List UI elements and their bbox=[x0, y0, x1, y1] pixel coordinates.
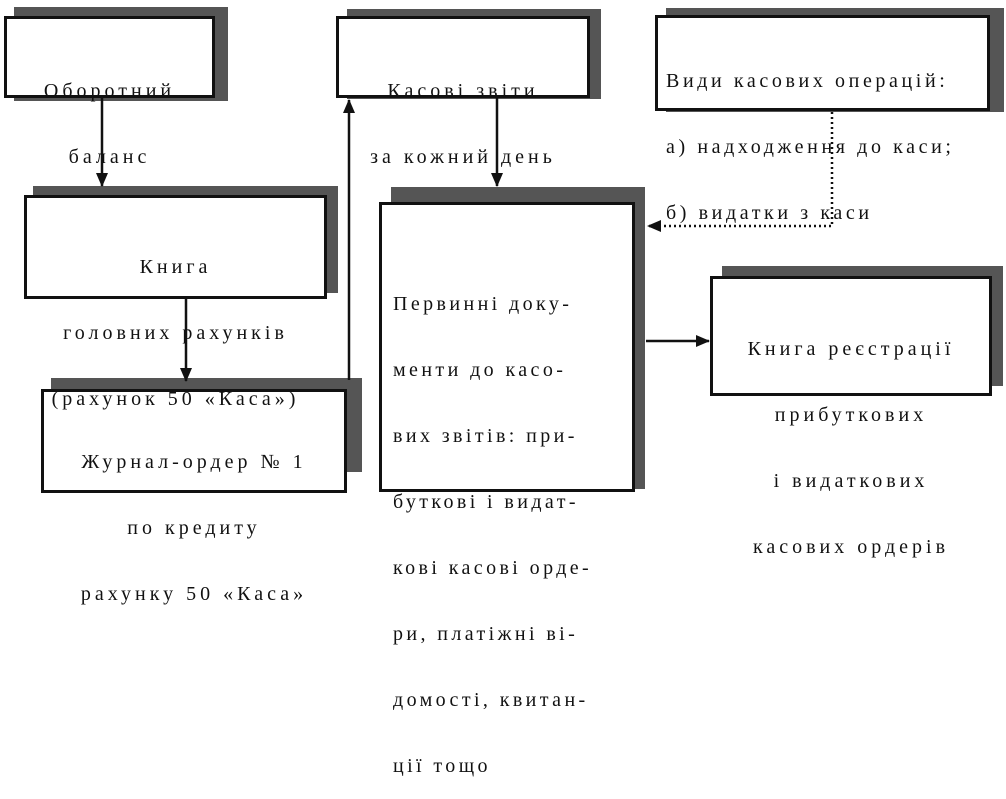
primary-documents-line: вих звітів: при- bbox=[393, 425, 578, 447]
primary-documents-line: кові касові орде- bbox=[393, 557, 593, 579]
general-ledger-line: Книга bbox=[139, 256, 212, 278]
register-book-line: прибуткових bbox=[774, 404, 928, 426]
general-ledger-line: (рахунок 50 «Каса») bbox=[51, 388, 300, 410]
primary-documents-line: ції тощо bbox=[393, 755, 491, 777]
journal-order-line: рахунку 50 «Каса» bbox=[80, 583, 308, 605]
cash-reports-line: за кожний день bbox=[370, 146, 556, 168]
register-book-line: Книга реєстрації bbox=[747, 338, 955, 360]
register-book-line: касових ордерів bbox=[752, 536, 950, 558]
register-book-line: і видаткових bbox=[773, 470, 929, 492]
cash-reports-box bbox=[336, 16, 590, 98]
cash-reports-line: Касові звіти bbox=[387, 80, 539, 102]
turnover-balance-text: Оборотний баланс bbox=[4, 36, 215, 190]
register-book-box bbox=[710, 276, 992, 396]
general-ledger-text: Книга головних рахунків (рахунок 50 «Кас… bbox=[24, 212, 327, 432]
primary-documents-box bbox=[379, 202, 635, 492]
general-ledger-line: головних рахунків bbox=[63, 322, 288, 344]
primary-documents-line: домості, квитан- bbox=[393, 689, 589, 711]
turnover-balance-line: Оборотний bbox=[43, 80, 176, 102]
primary-documents-line: менти до касо- bbox=[393, 359, 567, 381]
journal-order-box bbox=[41, 389, 347, 493]
cash-operations-line: Види касових операцій: bbox=[666, 70, 949, 92]
general-ledger-box bbox=[24, 195, 327, 299]
primary-documents-line: Первинні доку- bbox=[393, 293, 573, 315]
turnover-balance-box bbox=[4, 16, 215, 98]
dotted-arrow-operations-to-documents bbox=[647, 112, 834, 232]
journal-order-line: по кредиту bbox=[127, 517, 261, 539]
primary-documents-line: ри, платіжні ві- bbox=[393, 623, 579, 645]
journal-order-line: Журнал-ордер № 1 bbox=[81, 451, 307, 473]
cash-operations-box bbox=[655, 15, 990, 111]
connector-layer bbox=[96, 98, 834, 382]
cash-reports-text: Касові звіти за кожний день bbox=[336, 36, 590, 190]
turnover-balance-line: баланс bbox=[68, 146, 151, 168]
cash-operations-line: а) надходження до каси; bbox=[666, 136, 955, 158]
cash-operations-text: Види касових операцій: а) надходження до… bbox=[666, 26, 990, 246]
